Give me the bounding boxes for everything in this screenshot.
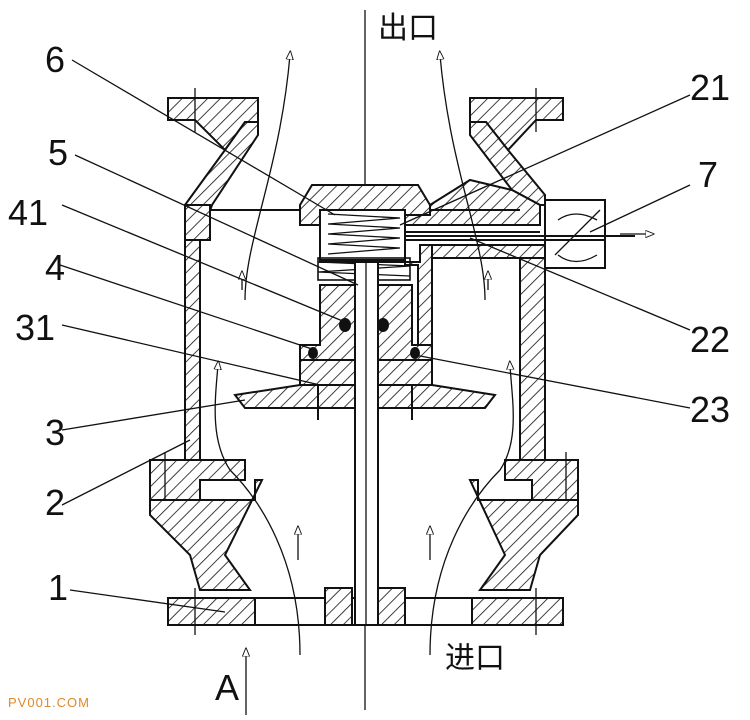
leader-lines bbox=[59, 59, 691, 613]
part-1-label: 1 bbox=[48, 567, 68, 608]
view-a-label: A bbox=[215, 667, 239, 708]
part-5-label: 5 bbox=[48, 132, 68, 173]
outlet-label: 出口 bbox=[378, 11, 438, 46]
part-6-label: 6 bbox=[45, 39, 65, 80]
side-valve bbox=[405, 199, 650, 269]
part-31-label: 31 bbox=[15, 307, 55, 348]
part-41-label: 41 bbox=[8, 192, 48, 233]
part-23-label: 23 bbox=[690, 389, 730, 430]
watermark: PV001.COM bbox=[8, 695, 90, 710]
flow-arrows bbox=[215, 55, 513, 715]
part-4-label: 4 bbox=[45, 247, 65, 288]
part-3-label: 3 bbox=[45, 412, 65, 453]
part-7-label: 7 bbox=[698, 154, 718, 195]
valve-stem bbox=[354, 261, 379, 626]
outlet-flange bbox=[167, 88, 564, 152]
part-2-label: 2 bbox=[45, 482, 65, 523]
inlet-body bbox=[149, 479, 579, 635]
part-21-label: 21 bbox=[690, 67, 730, 108]
inlet-label: 进口 bbox=[445, 641, 505, 676]
part-22-label: 22 bbox=[690, 319, 730, 360]
piston bbox=[299, 284, 433, 386]
